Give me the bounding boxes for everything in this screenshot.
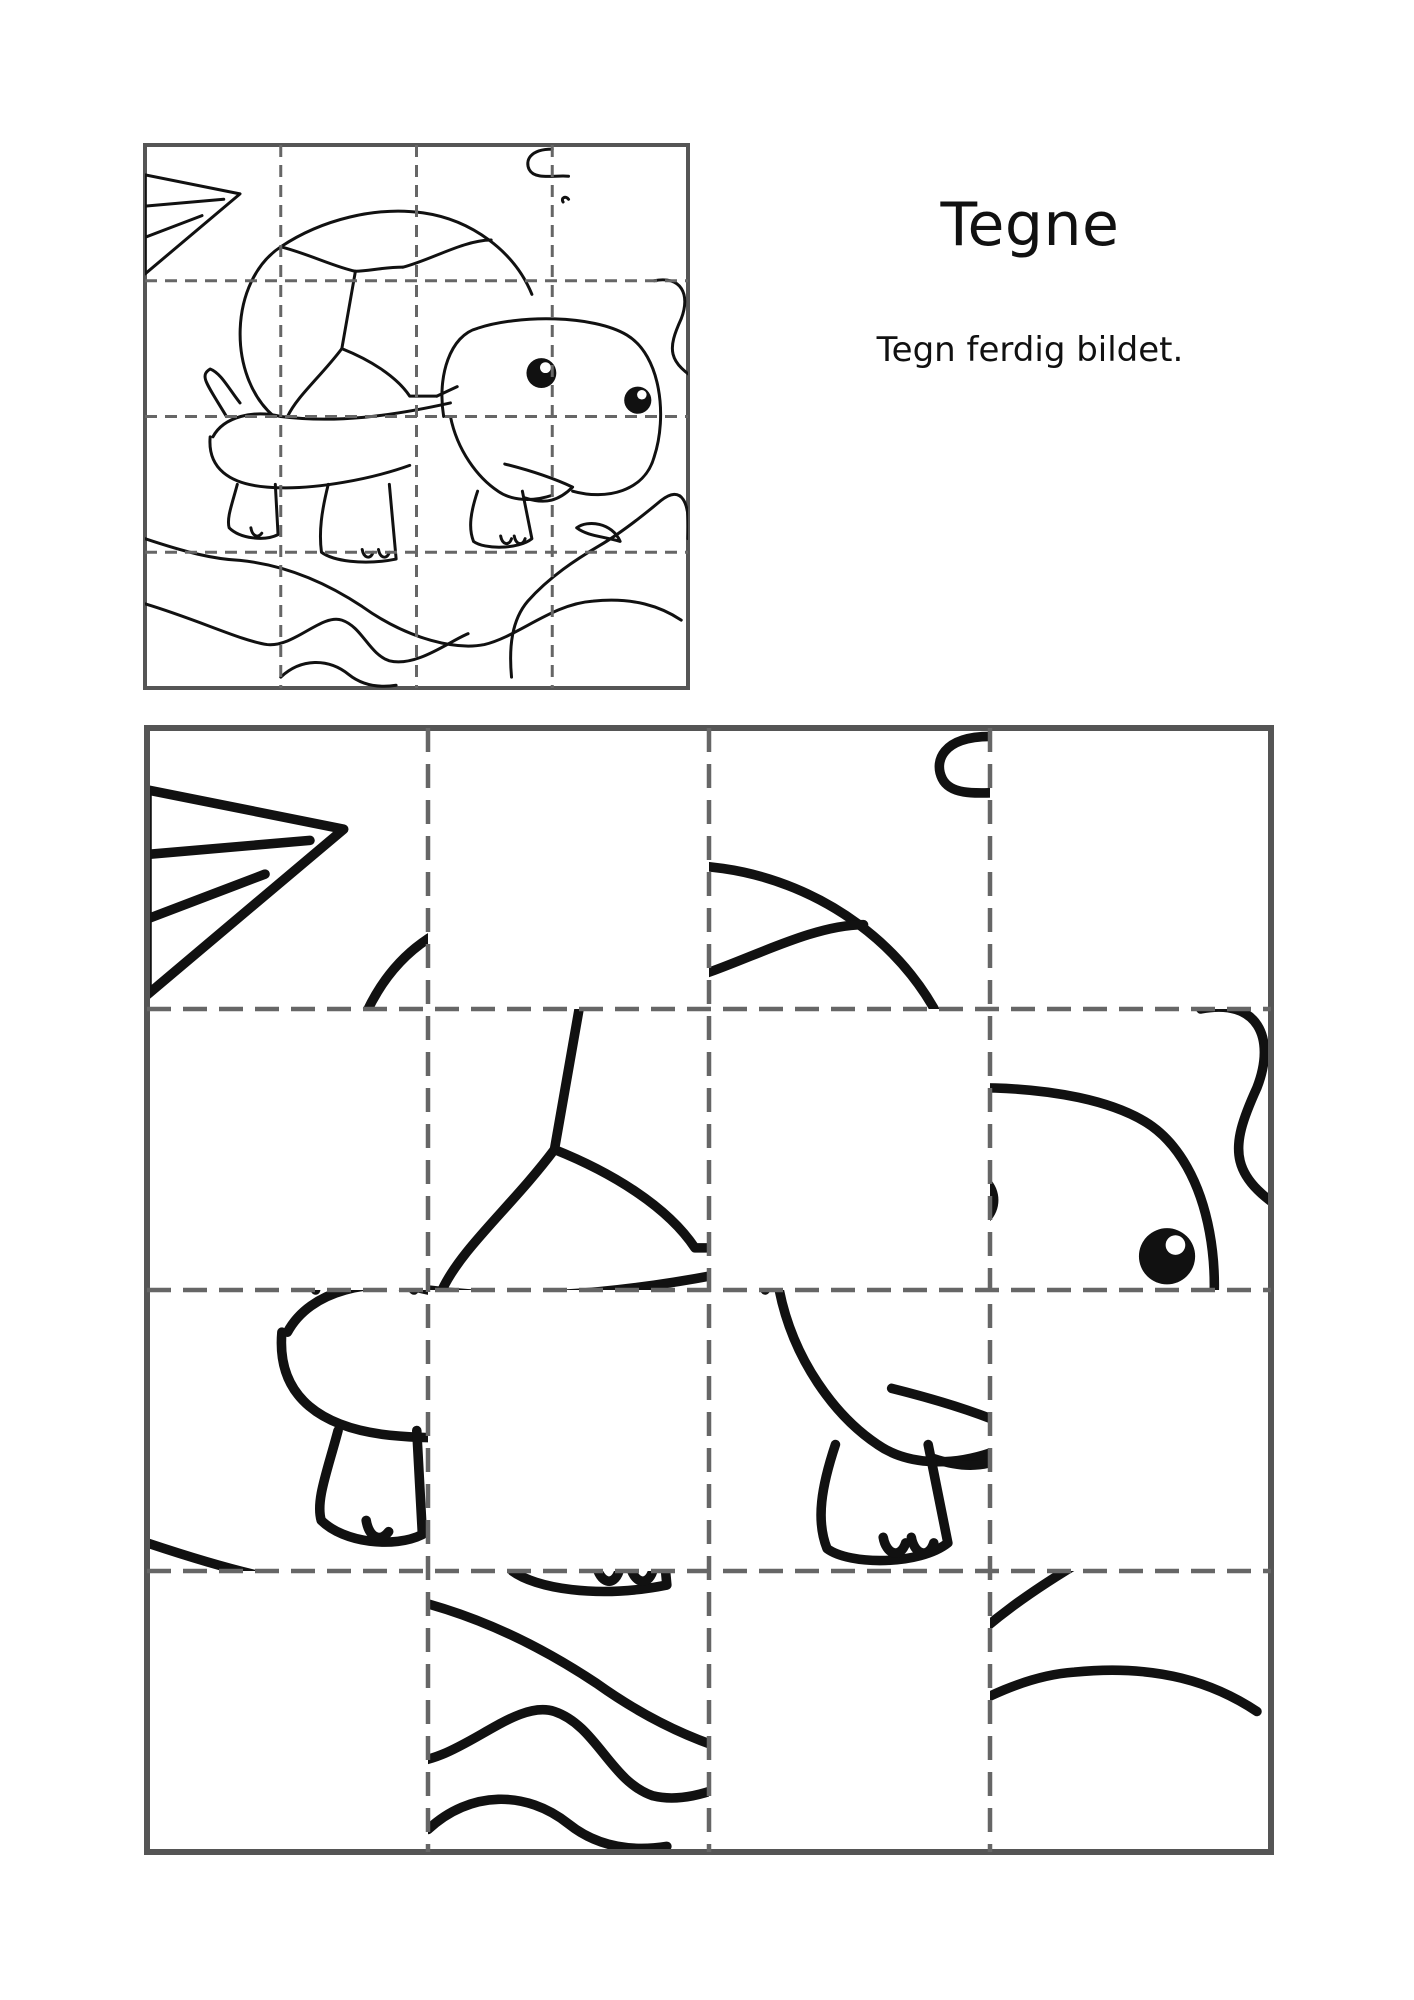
- drawing-grid: [144, 725, 1274, 1855]
- partial-turtle-illustration: [147, 728, 1271, 1852]
- reference-grid-lines: [145, 145, 688, 688]
- turtle-illustration: [145, 147, 688, 688]
- page-instruction: Tegn ferdig bildet.: [876, 330, 1184, 370]
- page-title: Tegne: [940, 190, 1120, 260]
- reference-picture: [143, 143, 690, 690]
- blank-cells: [147, 728, 1271, 1852]
- drawing-grid-lines: [147, 728, 1271, 1852]
